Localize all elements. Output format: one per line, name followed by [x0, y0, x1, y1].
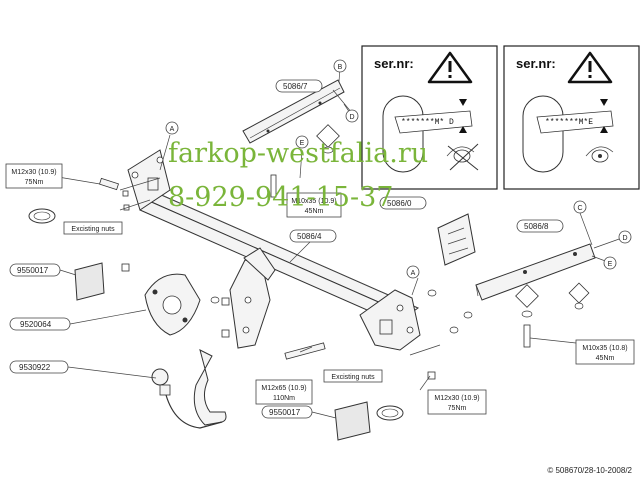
svg-text:M12x65 (10.9): M12x65 (10.9)	[261, 385, 306, 392]
svg-text:C: C	[577, 205, 582, 212]
svg-text:A: A	[170, 126, 175, 133]
svg-text:75Nm: 75Nm	[25, 179, 44, 186]
reflector-9550017-left	[74, 262, 105, 301]
note-existing-nuts-center: Excisting nuts	[323, 369, 383, 383]
svg-text:5086/4: 5086/4	[297, 232, 322, 241]
svg-text:9520064: 9520064	[20, 320, 52, 329]
ball-mount-holder-9520064	[144, 273, 201, 336]
svg-text:5086/8: 5086/8	[524, 222, 549, 231]
bolt-spec-m12x30-right: M12x30 (10.9) 75Nm	[427, 389, 487, 415]
svg-text:9530922: 9530922	[19, 363, 51, 372]
svg-text:Excisting nuts: Excisting nuts	[71, 226, 115, 233]
watermark-phone: 8-929-941-15-37	[168, 182, 393, 213]
svg-text:E: E	[608, 261, 613, 268]
callout-letters: A B D E A C D E	[165, 59, 632, 279]
part-label-5086-4: 5086/4	[289, 229, 337, 243]
svg-text:9550017: 9550017	[17, 266, 49, 275]
serial-code: *******M* D	[401, 118, 454, 127]
svg-text:45Nm: 45Nm	[305, 208, 324, 215]
center-bracket	[229, 247, 276, 349]
svg-text:5086/7: 5086/7	[283, 82, 308, 91]
part-label-9550017-left: 9550017	[9, 263, 61, 277]
watermark-site: farkop-westfalia.ru	[168, 138, 428, 169]
info-panel-right: ser.nr: *******M*E	[503, 45, 640, 190]
warning-triangle-icon	[567, 51, 613, 84]
eye-crossed-icon	[446, 143, 479, 171]
svg-text:75Nm: 75Nm	[448, 405, 467, 412]
towball-9530922	[151, 349, 227, 429]
pointer-arrow-icon	[459, 126, 467, 133]
part-label-9550017-right: 9550017	[261, 405, 313, 419]
svg-text:M10x35 (10.9): M10x35 (10.9)	[291, 198, 336, 205]
svg-text:A: A	[411, 270, 416, 277]
svg-text:9550017: 9550017	[269, 408, 301, 417]
left-end-plate	[127, 149, 171, 211]
svg-text:M12x30 (10.9): M12x30 (10.9)	[11, 169, 56, 176]
warning-triangle-icon	[427, 51, 473, 84]
eye-icon	[585, 146, 614, 163]
bolt-spec-m12x30-left: M12x30 (10.9) 75Nm	[5, 163, 63, 189]
note-existing-nuts-left: Excisting nuts	[63, 221, 123, 235]
svg-text:45Nm: 45Nm	[596, 355, 615, 362]
bracket-5086-8	[475, 243, 596, 301]
svg-text:E: E	[300, 140, 305, 147]
watermark: farkop-westfalia.ru 8-929-941-15-37	[168, 138, 428, 213]
svg-text:D: D	[622, 235, 627, 242]
part-label-5086-8: 5086/8	[516, 219, 564, 233]
svg-text:110Nm: 110Nm	[273, 395, 295, 402]
svg-text:M12x30 (10.9): M12x30 (10.9)	[434, 395, 479, 402]
part-label-9520064: 9520064	[9, 317, 71, 331]
bolt-spec-m10x35-right: M10x35 (10.8) 45Nm	[575, 339, 635, 365]
svg-text:5086/0: 5086/0	[387, 199, 412, 208]
hardware	[28, 124, 590, 421]
svg-text:Excisting nuts: Excisting nuts	[331, 374, 375, 381]
svg-text:B: B	[338, 64, 343, 71]
pointer-arrow-icon	[600, 126, 608, 133]
bolt-spec-m10x35-center: M10x35 (10.9) 45Nm	[286, 192, 342, 218]
serial-code: *******M*E	[545, 118, 593, 127]
part-label-5086-0: 5086/0	[379, 196, 427, 210]
right-end-plate	[359, 289, 421, 351]
info-panel-title: ser.nr:	[516, 56, 556, 71]
info-panel-left: ser.nr: *******M* D	[361, 45, 498, 190]
svg-text:D: D	[349, 114, 354, 121]
bolt-spec-m12x65: M12x65 (10.9) 110Nm	[255, 379, 313, 405]
part-label-5086-7: 5086/7	[275, 79, 323, 93]
socket-plate-5086-0	[437, 213, 476, 266]
bracket-5086-7	[242, 79, 353, 144]
leader-lines	[51, 65, 623, 419]
info-panel-title: ser.nr:	[374, 56, 414, 71]
svg-text:M10x35 (10.8): M10x35 (10.8)	[582, 345, 627, 352]
pointer-arrow-icon	[600, 99, 608, 106]
pointer-arrow-icon	[459, 99, 467, 106]
part-label-9530922: 9530922	[9, 360, 69, 374]
reflector-9550017-right	[334, 401, 371, 441]
copyright: © 508670/28-10-2008/2	[547, 466, 632, 475]
